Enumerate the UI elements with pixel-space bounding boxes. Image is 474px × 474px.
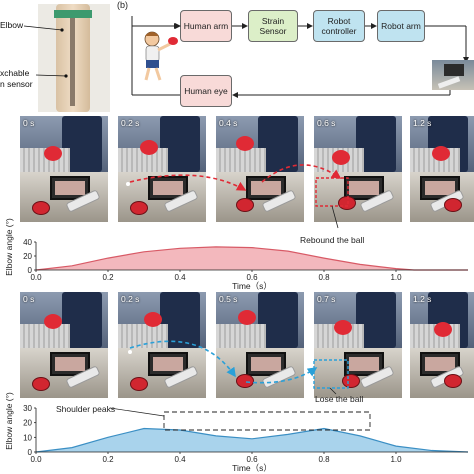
row2-time-1: 0 s: [23, 294, 35, 304]
chart1-ytick-label: 20: [23, 252, 32, 261]
chart1-line: [35, 246, 468, 271]
robot-controller-box: Robot controller: [313, 10, 365, 42]
chart2-xtick-label: 0.4: [174, 455, 186, 464]
chart2-xtick-label: 0.2: [102, 455, 114, 464]
chart2-area: [36, 428, 468, 452]
row1-frame-4: 0.6 s: [314, 116, 402, 222]
chart2-ytick-label: 20: [23, 419, 32, 428]
block-diagram-arrows: [131, 16, 469, 98]
lose-ball-annotation: Lose the ball: [315, 394, 364, 404]
row2-frame-5: 1.2 s: [410, 292, 474, 398]
row1-frame-2: 0.2 s: [118, 116, 206, 222]
row2-frame-4: 0.7 s: [314, 292, 402, 398]
chart2-line: [35, 427, 469, 453]
row1-time-4: 0.6 s: [317, 118, 336, 128]
row1-frame-1: 0 s: [20, 116, 108, 222]
chart1-xtick-label: 0.6: [246, 273, 258, 282]
chart2-xtick-label: 0.8: [318, 455, 330, 464]
chart2-xtick-label: 0.0: [30, 455, 42, 464]
row2-frame-3: 0.5 s: [216, 292, 304, 398]
chart1-xtick-label: 0.2: [102, 273, 114, 282]
chart2-xlabel: Time（s）: [232, 463, 272, 473]
chart1-xlabel: Time（s）: [232, 281, 272, 290]
chart1-ytick-label: 0: [28, 266, 33, 275]
robot-thumbnail: [432, 60, 474, 90]
chart2-ytick-label: 0: [28, 448, 33, 457]
panel-a-pointers: [23, 25, 68, 78]
row2-time-3: 0.5 s: [219, 294, 238, 304]
sensor-strip: [70, 10, 75, 106]
chart2-ytick-label: 30: [23, 404, 32, 413]
chart1-xtick-label: 0.8: [318, 273, 330, 282]
player-illustration: [144, 31, 178, 81]
row1-time-3: 0.4 s: [219, 118, 238, 128]
chart1-xtick-label: 0.4: [174, 273, 186, 282]
sensor-label-line2: n sensor: [0, 79, 33, 89]
row1-time-5: 1.2 s: [413, 118, 432, 128]
sensor-label-line1: xchable: [0, 68, 30, 78]
row2-time-4: 0.7 s: [317, 294, 336, 304]
row1-frame-3: 0.4 s: [216, 116, 304, 222]
chart1-xtick-label: 0.0: [30, 273, 42, 282]
chart2-xtick-label: 0.6: [246, 455, 258, 464]
shoulder-peaks-pointer: [109, 407, 165, 417]
row2-frame-2: 0.2 s: [118, 292, 206, 398]
sleeve-band: [54, 10, 92, 18]
row1-time-1: 0 s: [23, 118, 35, 128]
row2-time-5: 1.2 s: [413, 294, 432, 304]
chart1-ytick-label: 40: [23, 238, 32, 247]
chart1-xtick-label: 1.0: [390, 273, 402, 282]
chart2-ytick-label: 10: [23, 433, 32, 442]
row2-frame-1: 0 s: [20, 292, 108, 398]
row1-time-2: 0.2 s: [121, 118, 140, 128]
rebound-annotation: Rebound the ball: [300, 235, 365, 245]
row2-time-2: 0.2 s: [121, 294, 140, 304]
shoulder-peaks-box: [163, 411, 371, 431]
chart1-area: [36, 246, 468, 270]
strain-sensor-box: Strain Sensor: [248, 10, 298, 42]
row2-ball-trajectory: [129, 340, 349, 395]
row1-frame-5: 1.2 s: [410, 116, 474, 222]
sensor-sleeve-photo: [38, 4, 110, 112]
panel-b-letter: (b): [117, 0, 128, 10]
elbow-label: Elbow: [0, 20, 24, 30]
human-arm-box: Human arm: [180, 10, 232, 42]
chart2-xtick-label: 1.0: [390, 455, 402, 464]
robot-arm-box: Robot arm: [377, 10, 425, 42]
human-eye-box: Human eye: [180, 75, 232, 107]
row1-ball-trajectory: [129, 164, 349, 229]
shoulder-peaks-annotation: Shoulder peaks: [56, 404, 116, 414]
